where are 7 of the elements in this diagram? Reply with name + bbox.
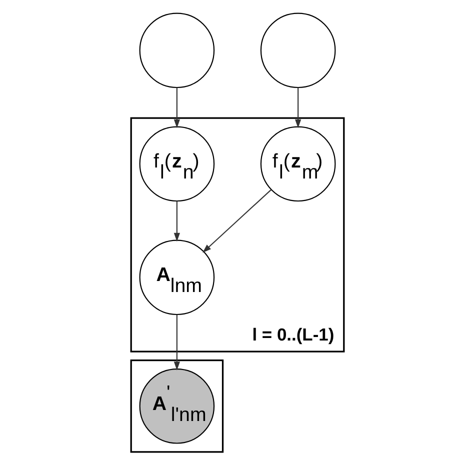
arrow [294, 88, 301, 128]
arrow [202, 189, 272, 253]
node-circle [260, 12, 336, 88]
arrow [173, 201, 180, 242]
arrow [173, 88, 180, 128]
node-circle [138, 12, 214, 88]
arrow [173, 314, 180, 370]
